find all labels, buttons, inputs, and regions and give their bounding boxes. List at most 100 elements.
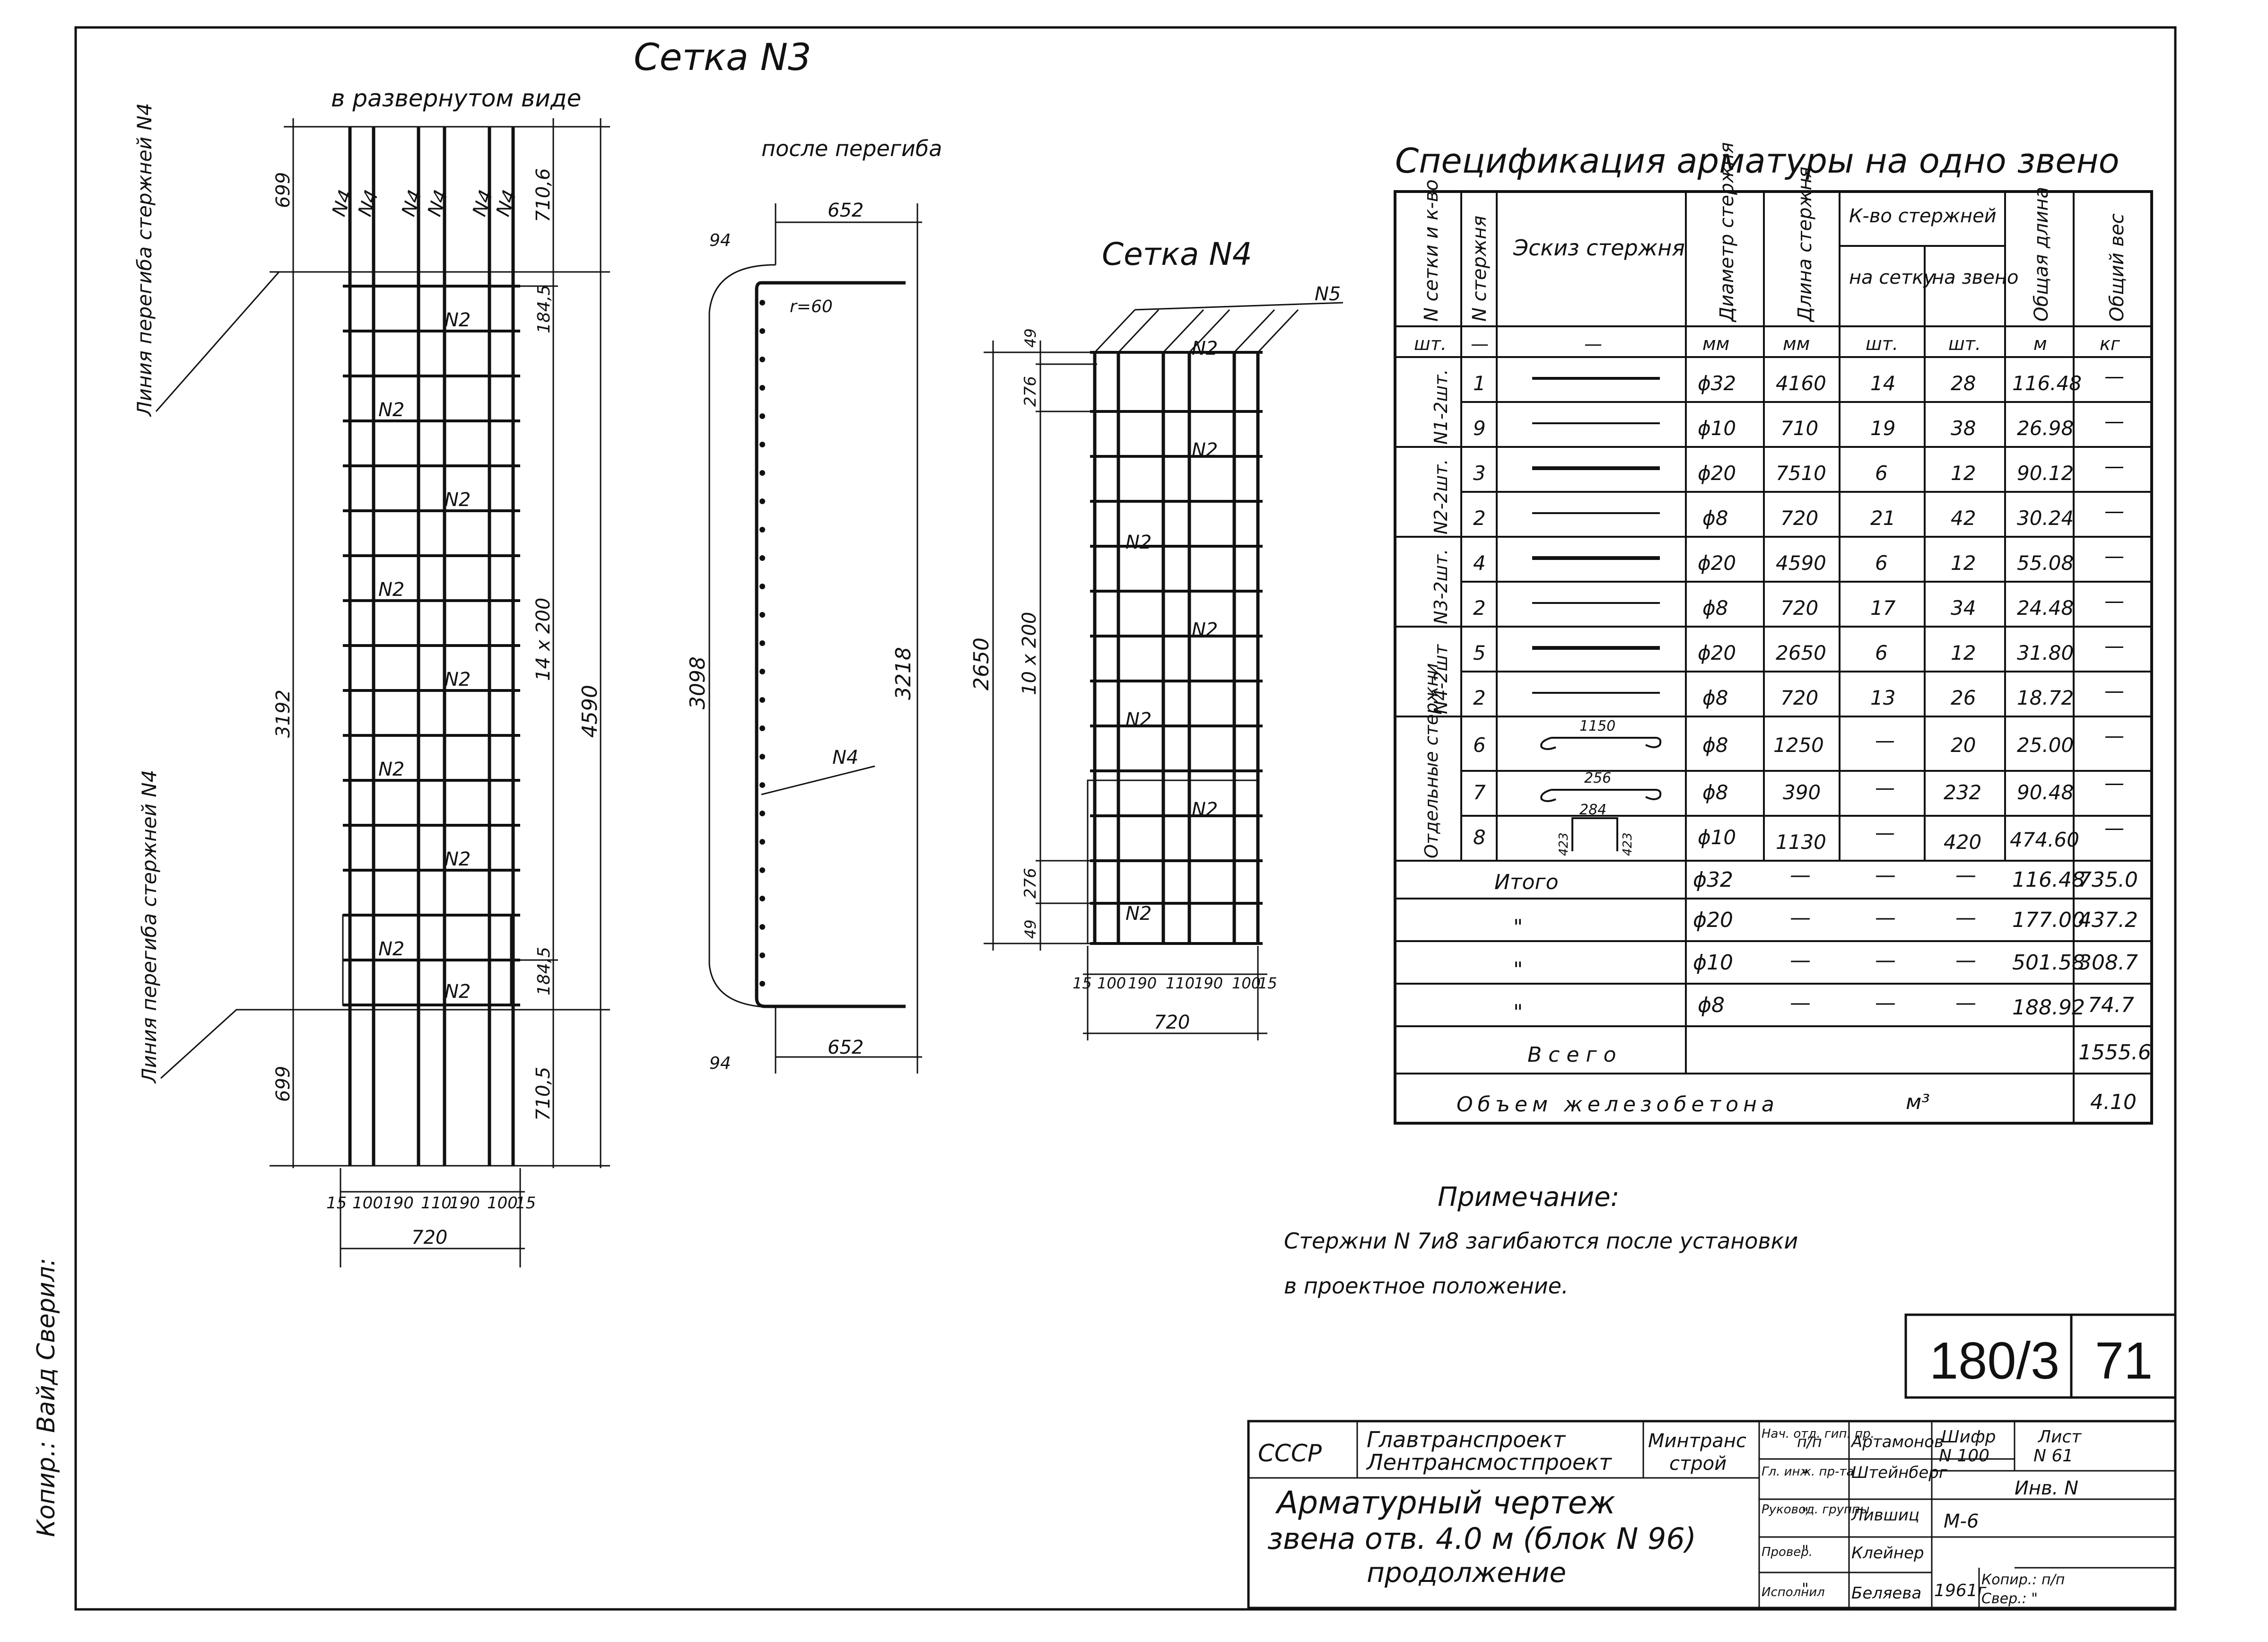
- spec-cell-weight: —: [2104, 679, 2124, 702]
- spec-cell-weight: —: [2104, 454, 2124, 478]
- spec-cell-len: 710: [1780, 417, 1818, 440]
- spec-header-per-link: на звено: [1932, 267, 2018, 288]
- spec-unit: —: [1584, 333, 1602, 354]
- mesh3-bar-label-5: N4: [469, 187, 497, 219]
- stamp-sign: ": [1802, 1466, 1809, 1484]
- stamp-sign: ": [1802, 1580, 1809, 1598]
- spec-cell-total: 30.24: [2017, 507, 2074, 530]
- spec-total-weight: 735.0: [2078, 868, 2138, 892]
- mesh3-title: Сетка N3: [634, 36, 811, 79]
- spec-header-diam: Диаметр стержня: [1716, 142, 1738, 323]
- mesh3-cross-label: N2: [445, 489, 471, 511]
- spec-total-len: 116.48: [2012, 868, 2085, 892]
- spec-cell-link: 26: [1951, 686, 1976, 709]
- stamp-copy: Копир.: п/п: [1981, 1572, 2065, 1588]
- spec-header-total-length: Общая длина: [2031, 187, 2052, 322]
- mesh3-cross-label: N2: [445, 981, 471, 1003]
- spec-total-dash: —: [1875, 906, 1896, 930]
- stamp-org-1: Главтранспроект: [1367, 1427, 1566, 1452]
- spec-total-weight: 308.7: [2078, 951, 2138, 975]
- spec-cell-diam: ϕ20: [1698, 462, 1736, 485]
- spec-cell-weight: —: [2104, 544, 2124, 568]
- spec-unit: шт.: [1866, 333, 1898, 354]
- spec-cell-bar: 5: [1473, 641, 1486, 664]
- mesh3-drawing: Сетка N3 в развернутом виде: [133, 36, 811, 1267]
- mesh4-cross-label: N2: [1192, 799, 1218, 821]
- spec-cell-weight: —: [2104, 499, 2124, 523]
- bent-radius-bottom: 94: [709, 1054, 731, 1073]
- mesh3-bottom-dim: 15: [326, 1194, 347, 1213]
- spec-total-dash: —: [1790, 863, 1811, 887]
- spec-cell-bar: 2: [1473, 686, 1486, 709]
- mesh3-bar-label-2: N4: [354, 187, 383, 219]
- spec-cell-mesh: 21: [1870, 507, 1895, 530]
- mesh4-bottom-dim: 110: [1166, 974, 1195, 992]
- mesh3-dim-mid-left: 3192: [272, 690, 294, 738]
- mesh3-cross-label: N2: [378, 579, 404, 601]
- stamp-name: Лившиц: [1850, 1506, 1919, 1525]
- spec-all-label: Всего: [1527, 1043, 1622, 1067]
- spec-sketch-dim-6: 1150: [1579, 718, 1615, 734]
- mesh3-bar-label-6: N4: [492, 187, 521, 219]
- sheet-number-box: 180/3 71: [1904, 1313, 2177, 1399]
- spec-cell-mesh: 19: [1870, 417, 1895, 440]
- bent-bar-label: N4: [832, 747, 858, 769]
- spec-cell-mesh: 17: [1870, 596, 1896, 620]
- mesh3-cross-bars: [343, 285, 520, 1006]
- stamp-name: Беляева: [1851, 1584, 1921, 1603]
- spec-total-dash: —: [1790, 906, 1811, 930]
- spec-total-dash: —: [1955, 991, 1976, 1015]
- margin-copy-note: Копир.: Вайд Сверил:: [32, 1258, 61, 1537]
- spec-all-value: 1555.6: [2078, 1040, 2151, 1065]
- spec-totals-ditto: ": [1513, 958, 1523, 982]
- spec-cell-diam: ϕ8: [1702, 507, 1728, 530]
- mesh3-bottom-dim: 100: [487, 1194, 518, 1213]
- spec-total-len: 188.92: [2012, 996, 2085, 1020]
- spec-cell-mesh: —: [1875, 729, 1895, 752]
- stamp-sign: ": [1802, 1542, 1809, 1560]
- stamp-name: Артамонов: [1850, 1432, 1944, 1451]
- bent-dim-bottom: 652: [828, 1037, 864, 1058]
- stamp-year: 1961г: [1934, 1581, 1987, 1600]
- stamp-role: Провер.: [1762, 1545, 1813, 1559]
- spec-cell-weight: —: [2104, 410, 2124, 433]
- stamp-sheet: N 61: [2033, 1446, 2073, 1466]
- spec-header-sketch: Эскиз стержня: [1513, 235, 1685, 261]
- spec-cell-len: 390: [1783, 781, 1821, 804]
- stamp-sign: п/п: [1797, 1433, 1822, 1451]
- stamp-sign: ": [1802, 1504, 1809, 1522]
- spec-unit: мм: [1702, 333, 1729, 354]
- mesh4-cross-label: N2: [1192, 439, 1218, 461]
- mesh4-bottom-dim: 100: [1097, 974, 1126, 992]
- spec-cell-total: 31.80: [2017, 641, 2074, 664]
- mesh4-height: 2650: [969, 638, 994, 690]
- spec-cell-len: 4590: [1776, 551, 1826, 575]
- spec-group-n2: N2-2шт.: [1431, 459, 1451, 534]
- spec-cell-len: 720: [1780, 507, 1818, 530]
- spec-cell-len: 720: [1780, 686, 1818, 709]
- mesh4-cross-label: N2: [1192, 338, 1218, 359]
- spec-total-dash: —: [1955, 906, 1976, 930]
- mesh4-dim-49-top: 49: [1021, 328, 1039, 348]
- mesh4-cross-label: N2: [1125, 709, 1151, 731]
- stamp-cipher-label: Шифр: [1941, 1427, 1996, 1447]
- mesh3-overall-length: 4590: [578, 685, 602, 738]
- spec-cell-weight: —: [2104, 589, 2124, 612]
- spec-cell-link: 12: [1951, 551, 1976, 575]
- bent-height-outer: 3098: [686, 656, 710, 709]
- spec-unit: мм: [1783, 333, 1810, 354]
- bent-dim-top: 652: [828, 200, 864, 221]
- spec-sketch-dim-8-side: 423: [1557, 832, 1571, 856]
- stamp-check: Свер.: ": [1981, 1590, 2038, 1607]
- mesh4-cross-label: N2: [1192, 619, 1218, 641]
- mesh3-dim-right-184-bottom: 184,5: [534, 947, 554, 996]
- spec-total-weight: 74.7: [2088, 993, 2134, 1017]
- mesh3-dim-right-184-top: 184,5: [534, 285, 554, 333]
- spec-group-n1: N1-2шт.: [1431, 369, 1451, 445]
- stamp-inv: М-6: [1944, 1511, 1979, 1532]
- spec-cell-bar: 9: [1473, 417, 1486, 440]
- stamp-role: Исполнил: [1762, 1585, 1825, 1599]
- mesh4-bottom-dim: 15: [1073, 974, 1092, 992]
- spec-cell-diam: ϕ32: [1698, 372, 1736, 395]
- bent-inner-radius: r=60: [790, 297, 833, 316]
